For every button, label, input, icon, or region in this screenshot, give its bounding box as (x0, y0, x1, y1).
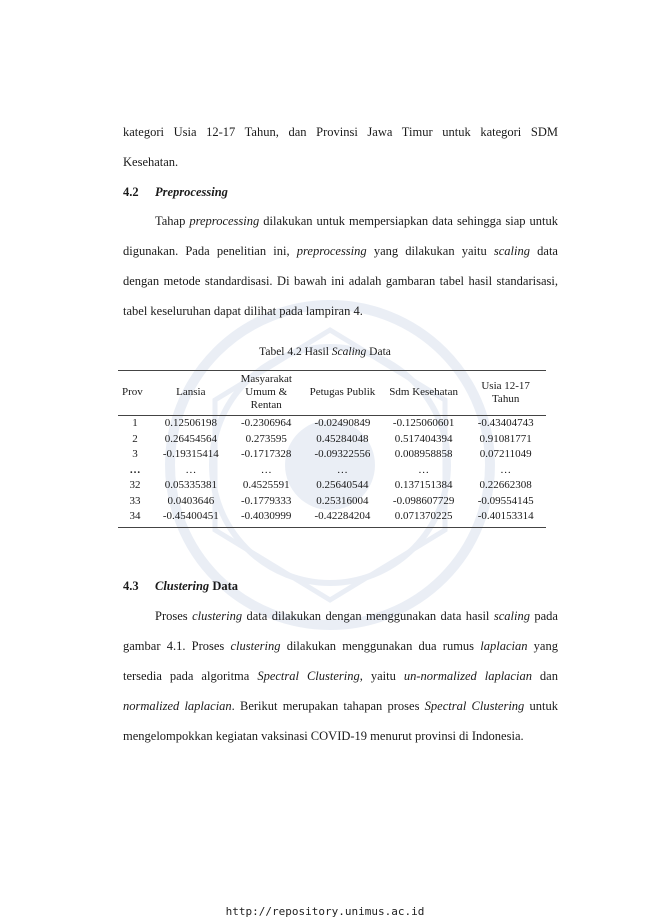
table-cell: -0.1779333 (241, 494, 292, 507)
table-cell: 3 (132, 448, 138, 460)
table-cell: 0.4525591 (242, 479, 290, 491)
table-cell: -0.40153314 (465, 509, 546, 528)
column-header: Sdm Kesehatan (381, 370, 466, 416)
section-title: Preprocessing (155, 185, 228, 199)
table-caption: Tabel 4.2 Hasil Scaling Data (259, 346, 391, 358)
table-cell: 0.273595 (245, 432, 287, 445)
column-header: Lansia (152, 370, 230, 416)
table-cell: -0.2306964 (241, 417, 292, 429)
column-header: Petugas Publik (302, 370, 382, 416)
repository-url-footer: http://repository.unimus.ac.id (225, 905, 425, 918)
table-cell: 2 (132, 432, 138, 445)
table-cell: … (129, 463, 141, 476)
table-cell: 0.91081771 (479, 432, 532, 445)
section-number: 4.3 (123, 579, 139, 593)
scaling-data-table: Prov Lansia Masyarakat Umum & Rentan Pet… (118, 370, 546, 528)
section-heading-4-3: 4.3 Clustering Data (123, 579, 238, 594)
table-cell: -0.42284204 (302, 509, 382, 528)
table-cell: -0.09554145 (477, 494, 534, 507)
table-row: 33 0.0403646 -0.1779333 0.25316004 -0.09… (118, 494, 546, 510)
section-number: 4.2 (123, 185, 139, 199)
table-cell: 0.008958858 (394, 448, 453, 460)
column-header: Masyarakat Umum & Rentan (229, 370, 303, 416)
table-cell: -0.125060601 (392, 417, 455, 429)
table-row: 34 -0.45400451 -0.4030999 -0.42284204 0.… (118, 509, 546, 528)
table-cell: -0.45400451 (152, 509, 230, 528)
table-row: … … … … … … (118, 463, 546, 479)
paragraph-line: Kesehatan. (123, 155, 179, 169)
table-cell: 0.12506198 (164, 417, 217, 429)
section-title-rest: Data (209, 579, 239, 593)
table-cell: … (260, 463, 272, 476)
table-row: 32 0.05335381 0.4525591 0.25640544 0.137… (118, 478, 546, 494)
table-cell: 0.07211049 (479, 448, 532, 460)
paragraph-clustering: Proses clustering data dilakukan dengan … (123, 601, 558, 751)
table-row: 1 0.12506198 -0.2306964 -0.02490849 -0.1… (118, 416, 546, 432)
table-cell: 34 (118, 509, 153, 528)
section-heading-4-2: 4.2 Preprocessing (123, 185, 228, 200)
column-header: Usia 12-17 Tahun (465, 370, 546, 416)
table-cell: -0.1717328 (241, 448, 292, 460)
paragraph-preprocessing: Tahap preprocessing dilakukan untuk memp… (123, 206, 558, 326)
table-cell: -0.43404743 (477, 417, 534, 429)
table-cell: -0.02490849 (314, 417, 371, 429)
paragraph-continuation: kategori Usia 12-17 Tahun, dan Provinsi … (123, 117, 558, 177)
table-cell: … (500, 463, 512, 476)
table-cell: -0.09322556 (314, 448, 371, 460)
table-cell: 0.26454564 (164, 432, 217, 445)
table-cell: -0.19315414 (162, 448, 219, 460)
table-cell: 1 (132, 417, 138, 429)
column-header: Prov (118, 370, 153, 416)
table-cell: 0.25316004 (316, 494, 369, 507)
table-cell: 0.45284048 (316, 432, 369, 445)
table-cell: 0.071370225 (381, 509, 466, 528)
section-title-italic: Clustering (155, 579, 210, 593)
paragraph-line: kategori Usia 12-17 Tahun, dan Provinsi … (123, 125, 558, 139)
table-cell: -0.4030999 (229, 509, 303, 528)
table-cell: … (185, 463, 197, 476)
table-cell: 33 (129, 494, 141, 507)
table-row: 3 -0.19315414 -0.1717328 -0.09322556 0.0… (118, 447, 546, 463)
table-cell: … (336, 463, 348, 476)
table-cell: 0.137151384 (394, 479, 453, 491)
table-cell: 0.0403646 (167, 494, 215, 507)
table-header-row: Prov Lansia Masyarakat Umum & Rentan Pet… (118, 370, 546, 416)
table-cell: 0.517404394 (394, 432, 453, 445)
table-cell: 0.05335381 (164, 479, 217, 491)
table-cell: 0.22662308 (479, 479, 532, 491)
table-cell: 32 (129, 479, 141, 491)
table-cell: -0.098607729 (392, 494, 455, 507)
table-cell: … (418, 463, 430, 476)
table-cell: 0.25640544 (316, 479, 369, 491)
paragraph-text: Proses clustering data dilakukan dengan … (123, 609, 558, 743)
table-row: 2 0.26454564 0.273595 0.45284048 0.51740… (118, 432, 546, 448)
paragraph-text: Tahap preprocessing dilakukan untuk memp… (123, 214, 559, 318)
